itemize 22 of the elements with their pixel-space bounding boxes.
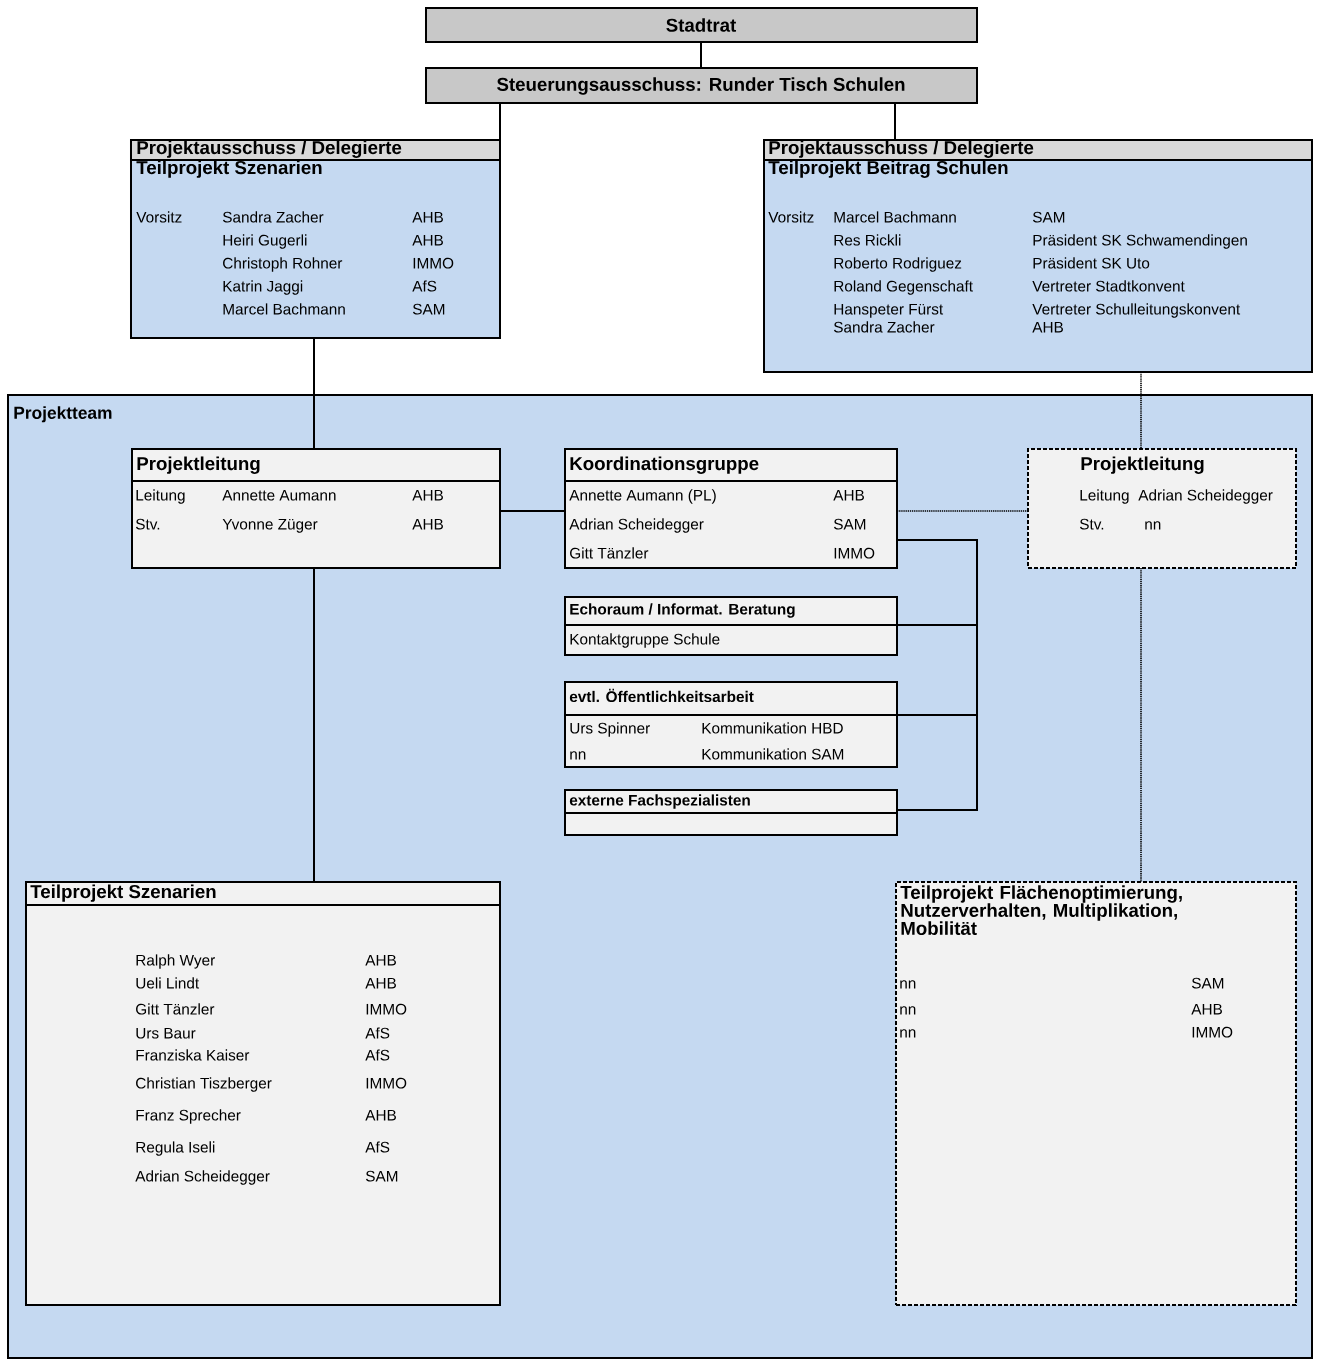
org-box: Teilprojekt Flächenoptimierung, Nutzerverhalten, Multiplikation, Mobilität nn SAM nn AHB nn IMMO	[895, 881, 1297, 1306]
org-box: Projektausschuss / Delegierte Teilprojekt Szenarien Vorsitz Sandra Zacher AHB Heiri Gugerli AHB Christoph Rohner IMMO Katrin Jaggi AfS Marcel Bachmann SAM	[130, 139, 501, 339]
connector-line	[313, 337, 315, 450]
connector-line	[896, 510, 1029, 512]
connector-line	[1140, 371, 1142, 450]
org-box: Teilprojekt Szenarien Ralph Wyer AHB Ueli Lindt AHB Gitt Tänzler IMMO Urs Baur AfS Franziska Kaiser AfS Christian Tiszberger IMMO Franz Sprecher AHB Regula Iseli AfS Adrian Scheidegger SAM	[25, 881, 501, 1306]
org-box: externe Fachspezialisten	[564, 789, 898, 836]
org-box: Projektleitung Leitung Annette Aumann AHB Stv. Yvonne Züger AHB	[131, 448, 501, 569]
connector-line	[313, 567, 315, 883]
connector-line	[499, 510, 566, 512]
connector-line	[700, 41, 702, 69]
connector-line	[1140, 567, 1142, 883]
org-box: Echoraum / Informat. Beratung Kontaktgruppe Schule	[564, 596, 898, 656]
org-box: Stadtrat	[425, 7, 978, 43]
org-box: Steuerungsausschuss: Runder Tisch Schulen	[425, 67, 978, 104]
org-box: Koordinationsgruppe Annette Aumann (PL) AHB Adrian Scheidegger SAM Gitt Tänzler IMMO	[564, 448, 898, 569]
connector-line	[894, 102, 896, 141]
org-box: Projektleitung Leitung Adrian Scheidegger Stv. nn	[1027, 448, 1297, 569]
org-box: evtl. Öffentlichkeitsarbeit Urs Spinner Kommunikation HBD nn Kommunikation SAM	[564, 681, 898, 768]
org-box: Projektausschuss / Delegierte Teilprojekt Beitrag Schulen Vorsitz Marcel Bachmann SAM Res Rickli Präsident SK Schwamendingen Roberto Rodriguez Präsident SK Uto Roland Gegenschaft Vertreter Stadtkonvent Hanspeter Fürst Vertreter Schulleitungskonvent Sandra Zacher AHB	[763, 139, 1313, 373]
connector-line	[896, 539, 978, 811]
connector-line	[499, 102, 501, 141]
